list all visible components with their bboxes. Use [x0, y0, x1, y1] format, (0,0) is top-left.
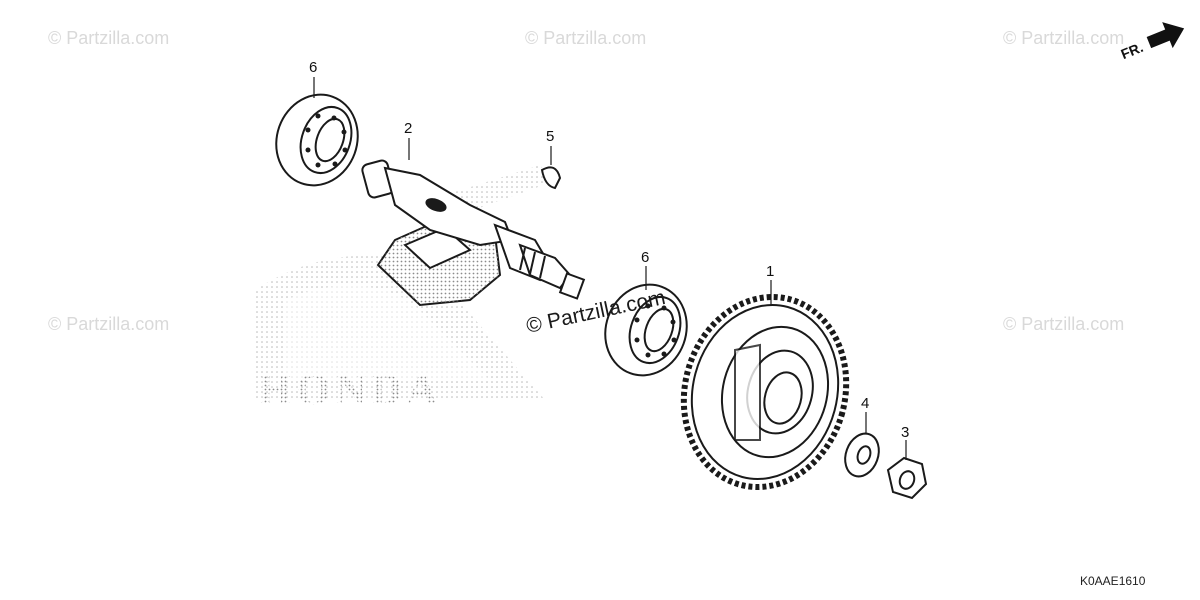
callout-5: 5: [546, 128, 554, 145]
bearing-upper[interactable]: [264, 83, 371, 197]
leader-lines: [313, 77, 907, 460]
honda-wing-inner: [285, 285, 490, 380]
watermark-top-right: © Partzilla.com: [1003, 28, 1124, 48]
callout-2: 2: [404, 120, 412, 137]
front-direction-label: FR.: [1118, 39, 1145, 62]
woodruff-key[interactable]: [540, 166, 562, 190]
bearing-lower[interactable]: [593, 273, 700, 387]
front-direction-indicator: FR.: [1118, 22, 1185, 62]
honda-logo: HONDA: [255, 255, 545, 414]
callout-6-lower: 6: [641, 249, 649, 266]
balancer-gear[interactable]: [663, 279, 867, 506]
watermark-mid-left: © Partzilla.com: [48, 314, 169, 334]
diagram-code: K0AAE1610: [1080, 574, 1146, 588]
callout-4: 4: [861, 395, 869, 412]
callout-1: 1: [766, 263, 774, 280]
callout-3: 3: [901, 424, 909, 441]
honda-wordmark: HONDA: [258, 365, 442, 414]
watermark-top-left: © Partzilla.com: [48, 28, 169, 48]
washer[interactable]: [839, 429, 884, 481]
callout-6-upper: 6: [309, 59, 317, 76]
front-arrow-icon: [1146, 22, 1185, 49]
watermark-mid-right: © Partzilla.com: [1003, 314, 1124, 334]
balancer-shaft[interactable]: [361, 159, 586, 307]
watermark-top-center: © Partzilla.com: [525, 28, 646, 48]
nut[interactable]: [886, 456, 928, 500]
